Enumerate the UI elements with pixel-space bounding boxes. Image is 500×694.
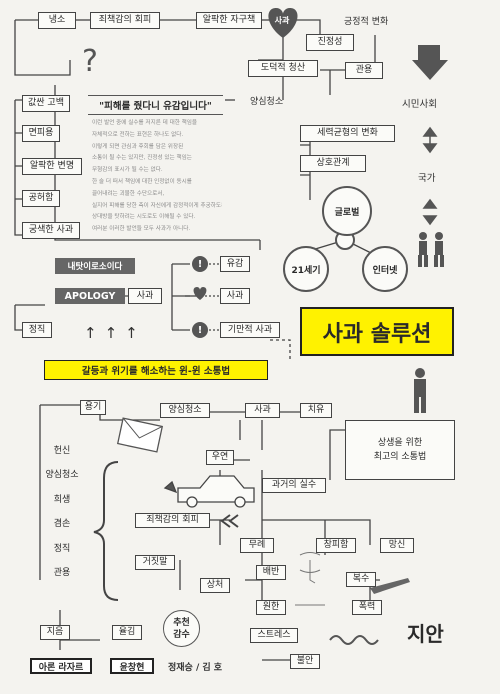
face-sketch-icon <box>295 552 325 606</box>
knife-icon <box>370 578 410 594</box>
node-sincerity: 진정성 <box>306 34 354 51</box>
node-interdependence: 상호관계 <box>300 155 366 172</box>
exclamation-icon: ! <box>192 322 208 338</box>
question-mark-icon: ? <box>82 44 98 79</box>
wave-icon <box>329 635 379 645</box>
node-cold: 냉소 <box>38 12 76 29</box>
translator-name: 윤창현 <box>110 658 154 674</box>
node-conscience-bottom: 양심청소 <box>160 403 210 418</box>
node-accident: 우연 <box>206 450 234 465</box>
node-apology-ko: 사과 <box>128 288 162 304</box>
node-moral-reparation: 도덕적 청산 <box>248 60 318 77</box>
heart-small-icon <box>193 287 207 300</box>
car-icon <box>163 475 255 508</box>
recommenders: 정재승 / 김 호 <box>168 663 223 673</box>
book-subtitle: 갈등과 위기를 해소하는 윈-윈 소통법 <box>44 360 268 380</box>
my-fault-label: 내탓이로소이다 <box>55 258 135 274</box>
people-icon <box>414 232 444 413</box>
node-regret: 유감 <box>220 256 250 272</box>
node-tolerance: 관용 <box>345 62 383 79</box>
node-sorry: 사과 <box>220 288 250 304</box>
up-arrows-icon: ↑↑↑ <box>84 324 146 342</box>
exclamation-icon: ! <box>192 256 208 272</box>
node-cheap-confession: 값싼 고백 <box>22 95 70 112</box>
heart-icon <box>268 8 298 38</box>
node-nation: 국가 <box>418 173 436 184</box>
node-violence: 폭력 <box>352 600 382 615</box>
node-odd-apology: 기만적 사과 <box>220 322 280 338</box>
quote-title: "피해를 줬다니 유감입니다" <box>88 95 223 115</box>
node-dishonor: 망신 <box>380 538 414 553</box>
node-internet: 인터넷 <box>362 246 408 292</box>
node-resentment: 원한 <box>256 600 286 615</box>
node-thin-excuse: 알팍한 변명 <box>22 158 82 175</box>
publisher-logo: 지안 <box>407 622 444 646</box>
node-courage: 용기 <box>80 400 106 415</box>
node-emptiness: 공허함 <box>22 190 60 207</box>
node-21st-century: 21세기 <box>283 246 329 292</box>
node-insult: 율김 <box>112 625 142 640</box>
node-coexistence: 상생을 위한 최고의 소통법 <box>345 420 455 480</box>
node-power-shift: 세력균형의 변화 <box>300 125 395 142</box>
node-betrayal: 배반 <box>256 565 286 580</box>
apology-label: APOLOGY <box>55 288 125 304</box>
node-positive-change: 긍정적 변화 <box>344 17 389 27</box>
book-title: 사과 솔루션 <box>300 307 454 356</box>
author-name: 아론 라자르 <box>30 658 92 674</box>
node-anxiety: 불안 <box>290 654 320 669</box>
node-globalization: 글로벌 <box>322 186 372 236</box>
virtue-list: 헌신 양심청소 희생 겸손 정직 관용 <box>45 445 79 579</box>
node-honesty: 정직 <box>22 322 52 338</box>
node-shame: 창피함 <box>316 538 356 553</box>
envelope-icon <box>116 417 164 453</box>
node-past-mistake: 과거의 실수 <box>262 478 326 493</box>
node-arrogance: 지음 <box>40 625 70 640</box>
node-stress: 스트레스 <box>250 628 298 643</box>
heart-label: 사과 <box>274 16 290 25</box>
node-lie: 거짓말 <box>135 555 175 570</box>
node-apology-bottom: 사과 <box>245 403 280 418</box>
node-conscience-top: 양심청소 <box>250 97 284 107</box>
node-wound: 상처 <box>200 578 230 593</box>
node-cheap-self-esteem: 알팍한 자구책 <box>196 12 262 29</box>
quote-body: 이런 발언 중에 실수를 저지른 데 대한 책임을 자체적으로 전하는 표현은 … <box>92 120 222 233</box>
node-revenge: 복수 <box>346 572 376 587</box>
node-healing: 치유 <box>300 403 332 418</box>
node-lame-apology: 궁색한 사과 <box>22 222 80 239</box>
node-rudeness: 무례 <box>240 538 274 553</box>
recommend-badge: 추천 감수 <box>163 610 200 647</box>
node-face-saving: 면피용 <box>22 125 60 142</box>
node-guilt-relief-bottom: 죄책감의 회피 <box>135 513 210 528</box>
node-civil-society: 시민사회 <box>402 99 437 110</box>
node-guilt-relief: 죄책감의 회피 <box>90 12 160 29</box>
down-arrow-icon <box>412 45 448 80</box>
